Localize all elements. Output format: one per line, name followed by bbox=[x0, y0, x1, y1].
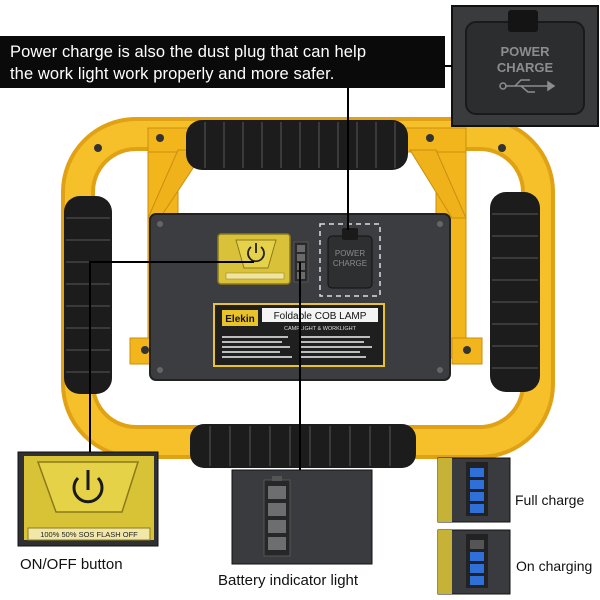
leader-lines bbox=[89, 65, 452, 470]
full-charge-bar-3 bbox=[470, 480, 484, 489]
button-mode-labels: 100% 50% SOS FLASH OFF bbox=[40, 530, 138, 539]
battery-caption: Battery indicator light bbox=[218, 572, 359, 589]
full-charge-bar-1 bbox=[470, 504, 484, 513]
full-charge-caption: Full charge bbox=[515, 492, 585, 508]
on-charging-caption: On charging bbox=[516, 558, 593, 574]
callout-line-2: the work light work properly and more sa… bbox=[10, 65, 335, 83]
right-grip bbox=[490, 192, 540, 392]
onoff-caption: ON/OFF button bbox=[20, 556, 123, 573]
power-charge-plug-small[interactable]: POWER CHARGE bbox=[319, 223, 381, 297]
battery-indicator-zoom bbox=[231, 469, 373, 565]
power-icon-zoom bbox=[72, 470, 104, 504]
power-icon bbox=[247, 243, 265, 263]
brand-logo: Elekin bbox=[225, 314, 254, 325]
top-grip bbox=[186, 120, 408, 170]
plug-label-small-1: POWER bbox=[335, 249, 365, 258]
foam-grips bbox=[64, 120, 540, 468]
on-charging-bar-4 bbox=[470, 540, 484, 549]
left-grip bbox=[64, 196, 112, 394]
callout-line-1: Power charge is also the dust plug that … bbox=[10, 43, 367, 61]
callout-banner: Power charge is also the dust plug that … bbox=[0, 36, 445, 88]
onoff-button-zoom: 100% 50% SOS FLASH OFF bbox=[17, 451, 159, 547]
plug-label-small-2: CHARGE bbox=[333, 259, 367, 268]
product-name: Foldable COB LAMP bbox=[274, 311, 367, 322]
plug-label-zoom-2: CHARGE bbox=[497, 60, 554, 75]
onoff-button-plate[interactable] bbox=[217, 233, 291, 285]
power-charge-zoom: POWER CHARGE bbox=[451, 5, 599, 127]
usb-icon bbox=[499, 79, 556, 93]
full-charge-bar-2 bbox=[470, 492, 484, 501]
on-charging-bar-2 bbox=[470, 564, 484, 573]
on-charging-bar-3 bbox=[470, 552, 484, 561]
on-charging-bars bbox=[470, 540, 484, 585]
product-subtitle: CAMPLIGHT & WORKLIGHT bbox=[284, 326, 357, 332]
full-charge-bars bbox=[470, 468, 484, 513]
full-charge-zoom bbox=[437, 457, 511, 523]
on-charging-zoom bbox=[437, 529, 511, 595]
plug-label-zoom-1: POWER bbox=[500, 44, 550, 59]
on-charging-bar-1 bbox=[470, 576, 484, 585]
bottom-grip bbox=[190, 424, 416, 468]
full-charge-bar-4 bbox=[470, 468, 484, 477]
